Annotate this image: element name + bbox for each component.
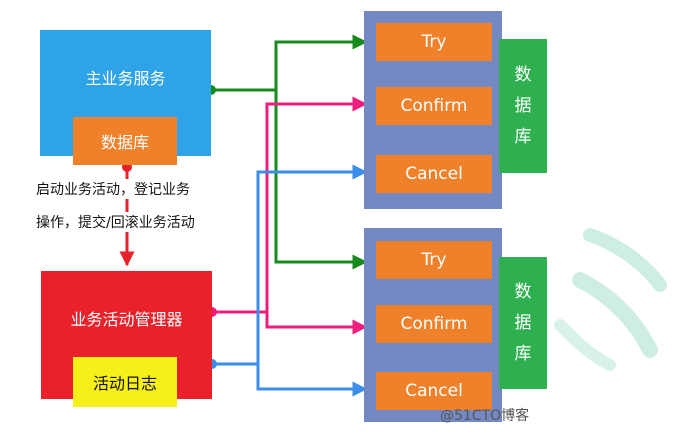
- main-service-label: 主业务服务: [85, 69, 166, 88]
- database-char: 库: [514, 343, 532, 364]
- try-operation-2: Try: [376, 241, 492, 279]
- confirm-connector-top: [212, 96, 368, 314]
- confirm-operation-2: Confirm: [376, 305, 492, 343]
- try-operation-1: Try: [376, 23, 492, 61]
- activity-log-box: 活动日志: [73, 357, 177, 407]
- database-char: 数: [514, 281, 532, 302]
- participant-database-1: 数 据 库: [499, 39, 547, 173]
- confirm-label-1: Confirm: [400, 96, 468, 116]
- cancel-label-2: Cancel: [405, 381, 463, 401]
- try-connector-bottom: [274, 90, 368, 270]
- database-char: 据: [514, 312, 532, 333]
- database-char: 据: [514, 95, 532, 116]
- confirm-connector-bottom: [265, 312, 368, 335]
- database-char: 库: [514, 126, 532, 147]
- try-label-2: Try: [421, 250, 447, 270]
- confirm-operation-1: Confirm: [376, 87, 492, 125]
- main-database-label: 数据库: [100, 133, 149, 152]
- try-label-1: Try: [421, 32, 447, 52]
- cancel-operation-1: Cancel: [376, 155, 492, 193]
- flow-label-line-1: 启动业务活动，登记业务: [34, 179, 192, 199]
- cancel-operation-2: Cancel: [376, 372, 492, 410]
- watermark-glyph-icon: [554, 228, 667, 371]
- activity-log-label: 活动日志: [92, 374, 157, 393]
- participant-database-2: 数 据 库: [499, 257, 547, 389]
- confirm-label-2: Confirm: [400, 314, 468, 334]
- flow-label-line-2: 操作，提交/回滚业务活动: [34, 212, 197, 232]
- watermark-text: @51CTO博客: [440, 408, 530, 424]
- activity-manager-label: 业务活动管理器: [70, 310, 183, 329]
- cancel-connector-bottom: [256, 364, 368, 397]
- cancel-label-1: Cancel: [405, 164, 463, 184]
- cancel-connector-top: [212, 164, 368, 366]
- try-connector-top: [211, 34, 368, 92]
- database-char: 数: [514, 64, 532, 85]
- main-database-box: 数据库: [73, 117, 177, 165]
